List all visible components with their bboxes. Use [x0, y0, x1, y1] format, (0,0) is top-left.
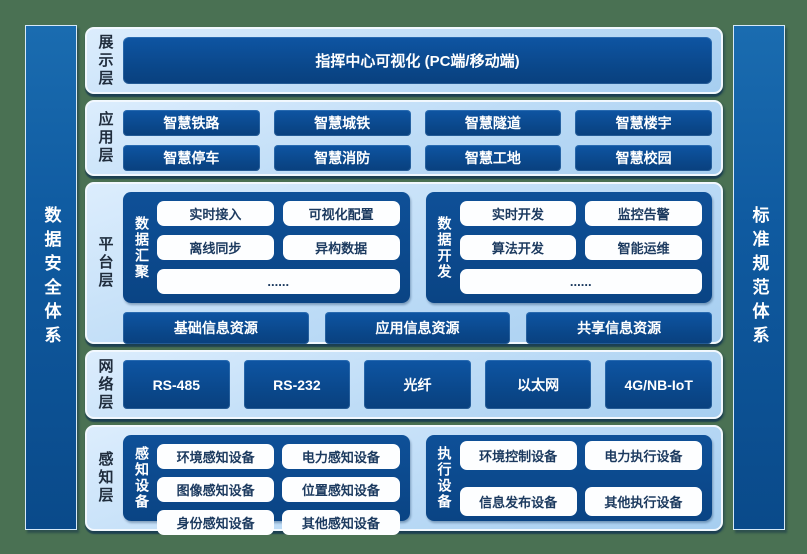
sensing-devices-grid: 环境感知设备 电力感知设备 图像感知设备 位置感知设备 身份感知设备 其他感知设…	[157, 444, 400, 535]
application-grid: 智慧铁路 智慧城铁 智慧隧道 智慧楼宇 智慧停车 智慧消防 智慧工地 智慧校园	[123, 110, 712, 171]
act-box-other-actuator: 其他执行设备	[584, 486, 702, 516]
data-development-grid: 实时开发 监控告警 算法开发 智能运维 ......	[459, 201, 702, 294]
perception-layer-body: 感知设备 环境感知设备 电力感知设备 图像感知设备 位置感知设备 身份感知设备 …	[123, 427, 721, 535]
platform-content: 数据汇聚 实时接入 可视化配置 离线同步 异构数据 ......	[123, 192, 713, 344]
group-label-wrap: 感知设备	[127, 444, 157, 512]
sense-box-power: 电力感知设备	[282, 444, 400, 469]
layer-label-wrap: 网络层	[87, 352, 123, 417]
agg-box-ellipsis: ......	[157, 269, 400, 294]
platform-groups-row: 数据汇聚 实时接入 可视化配置 离线同步 异构数据 ......	[123, 192, 712, 303]
agg-box-visual-config: 可视化配置	[282, 201, 400, 226]
layer-panel-perception: 感知层 感知设备 环境感知设备 电力感知设备 图像感知设备 位置感知设备 身份感…	[85, 425, 723, 535]
layer-panel-platform: 平台层 数据汇聚 实时接入 可视化配置 离线同步 异构	[85, 182, 723, 344]
platform-layer-body: 数据汇聚 实时接入 可视化配置 离线同步 异构数据 ......	[123, 184, 721, 344]
app-box-smart-campus: 智慧校园	[575, 145, 712, 171]
layer-panel-network: 网络层 RS-485 RS-232 光纤 以太网 4G/NB-IoT	[85, 350, 723, 419]
dev-box-algorithm-dev: 算法开发	[459, 235, 577, 260]
group-data-aggregation: 数据汇聚 实时接入 可视化配置 离线同步 异构数据 ......	[123, 192, 410, 303]
agg-box-realtime-access: 实时接入	[157, 201, 274, 226]
group-label-data-aggregation: 数据汇聚	[134, 215, 150, 280]
app-box-smart-parking: 智慧停车	[123, 145, 260, 171]
agg-box-heterogeneous-data: 异构数据	[282, 235, 400, 260]
layer-label-wrap: 展示层	[87, 29, 123, 92]
act-box-environment-control: 环境控制设备	[459, 440, 577, 470]
sense-box-position: 位置感知设备	[282, 477, 400, 502]
sense-box-other: 其他感知设备	[282, 510, 400, 535]
layers-column: 展示层 指挥中心可视化 (PC端/移动端) 应用层 智慧铁路 智慧城铁 智慧隧道…	[85, 27, 723, 535]
net-box-fiber: 光纤	[364, 360, 471, 409]
layer-label-platform: 平台层	[96, 236, 114, 290]
application-layer-body: 智慧铁路 智慧城铁 智慧隧道 智慧楼宇 智慧停车 智慧消防 智慧工地 智慧校园	[123, 102, 721, 174]
layer-label-wrap: 应用层	[87, 102, 123, 174]
pillar-data-security-label: 数据安全体系	[41, 205, 61, 350]
app-box-smart-railway: 智慧铁路	[123, 110, 260, 136]
layer-panel-application: 应用层 智慧铁路 智慧城铁 智慧隧道 智慧楼宇 智慧停车 智慧消防 智慧工地 智…	[85, 100, 723, 176]
pillar-standards-label: 标准规范体系	[749, 205, 769, 350]
group-label-sensing-devices: 感知设备	[134, 446, 150, 510]
group-actuator-devices: 执行设备 环境控制设备 电力执行设备 信息发布设备 其他执行设备	[425, 435, 712, 521]
resource-box-application-info: 应用信息资源	[324, 312, 511, 344]
net-box-rs232: RS-232	[243, 360, 351, 409]
net-box-4g-nbiot: 4G/NB-IoT	[605, 360, 712, 409]
app-box-smart-firefighting: 智慧消防	[273, 145, 411, 171]
command-center-box: 指挥中心可视化 (PC端/移动端)	[123, 37, 712, 84]
network-layer-body: RS-485 RS-232 光纤 以太网 4G/NB-IoT	[123, 352, 721, 417]
agg-box-offline-sync: 离线同步	[157, 235, 274, 260]
sense-box-identity: 身份感知设备	[157, 510, 275, 535]
group-label-data-development: 数据开发	[436, 215, 453, 280]
app-box-smart-metro: 智慧城铁	[273, 110, 411, 136]
app-box-smart-tunnel: 智慧隧道	[424, 110, 562, 136]
group-label-actuator-devices: 执行设备	[436, 446, 453, 510]
app-box-smart-worksite: 智慧工地	[424, 145, 562, 171]
group-label-wrap: 执行设备	[430, 444, 460, 512]
display-layer-body: 指挥中心可视化 (PC端/移动端)	[123, 29, 721, 92]
layer-label-application: 应用层	[96, 111, 114, 165]
dev-box-ellipsis: ......	[459, 269, 702, 294]
sense-box-image: 图像感知设备	[157, 477, 275, 502]
resource-box-basic-info: 基础信息资源	[123, 312, 309, 344]
perception-groups-row: 感知设备 环境感知设备 电力感知设备 图像感知设备 位置感知设备 身份感知设备 …	[123, 435, 712, 535]
actuator-devices-grid: 环境控制设备 电力执行设备 信息发布设备 其他执行设备	[459, 440, 702, 516]
pillar-standards: 标准规范体系	[733, 25, 785, 530]
layer-label-wrap: 平台层	[87, 184, 123, 342]
act-box-power-actuator: 电力执行设备	[584, 440, 702, 470]
net-box-rs485: RS-485	[123, 360, 230, 409]
layer-label-perception: 感知层	[96, 451, 114, 505]
group-data-development: 数据开发 实时开发 监控告警 算法开发 智能运维 ......	[425, 192, 712, 303]
resource-box-shared-info: 共享信息资源	[526, 312, 713, 344]
platform-resources-row: 基础信息资源 应用信息资源 共享信息资源	[123, 312, 713, 344]
group-label-wrap: 数据汇聚	[127, 201, 157, 294]
app-box-smart-building: 智慧楼宇	[575, 110, 712, 136]
act-box-info-publish: 信息发布设备	[459, 486, 577, 516]
group-label-wrap: 数据开发	[430, 201, 460, 294]
sense-box-environment: 环境感知设备	[157, 444, 275, 469]
data-aggregation-grid: 实时接入 可视化配置 离线同步 异构数据 ......	[157, 201, 400, 294]
dev-box-smart-ops: 智能运维	[585, 235, 702, 260]
layer-label-network: 网络层	[96, 357, 114, 412]
layer-panel-display: 展示层 指挥中心可视化 (PC端/移动端)	[85, 27, 723, 94]
network-row: RS-485 RS-232 光纤 以太网 4G/NB-IoT	[123, 360, 712, 409]
dev-box-realtime-dev: 实时开发	[459, 201, 577, 226]
dev-box-monitor-alert: 监控告警	[585, 201, 702, 226]
pillar-data-security: 数据安全体系	[25, 25, 77, 530]
group-sensing-devices: 感知设备 环境感知设备 电力感知设备 图像感知设备 位置感知设备 身份感知设备 …	[123, 435, 410, 535]
layer-label-wrap: 感知层	[87, 427, 123, 529]
layer-label-display: 展示层	[96, 33, 114, 88]
net-box-ethernet: 以太网	[484, 360, 592, 409]
